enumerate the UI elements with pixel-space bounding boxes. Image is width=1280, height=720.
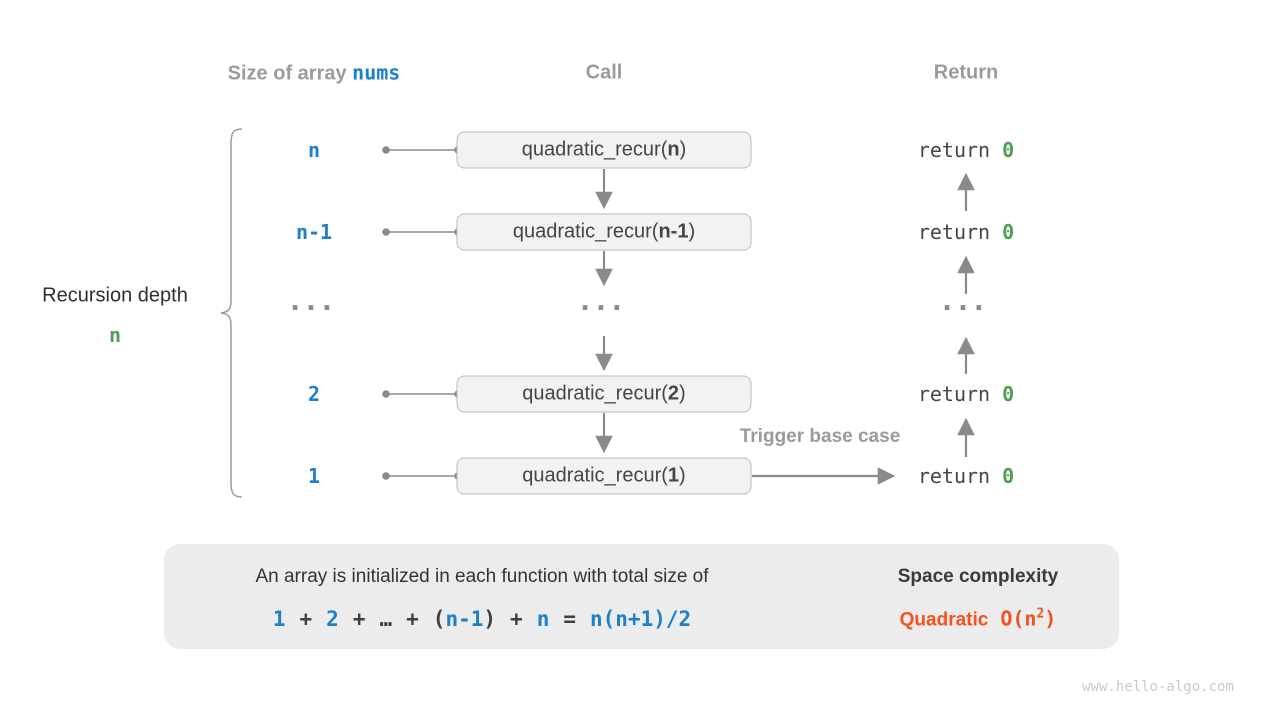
space-complexity-title: Space complexity [897,566,1059,587]
formula-term: n [536,607,550,631]
summary-panel [164,544,1119,649]
call-box-row1: quadratic_recur(n) [456,131,752,169]
formula-term: n-1 [445,607,484,631]
call-fn-text: quadratic_recur( [522,464,668,487]
formula-term: 2 [326,607,339,631]
call-fn-text: quadratic_recur( [512,220,659,243]
size-connectors [382,146,462,480]
trigger-base-case-label: Trigger base case [739,426,901,447]
complexity-class-label: Quadratic [899,609,989,631]
call-ellipsis: ... [580,287,628,318]
return-keyword: return [917,138,991,162]
formula-operator: + [406,607,419,631]
call-arg: 1 [667,464,680,487]
formula-equals: = [563,607,576,631]
formula-ellipsis: … [379,607,393,631]
call-box-row4: quadratic_recur(2) [456,375,752,413]
formula-paren-group: (n-1) [433,607,496,631]
size-header-code: nums [352,60,401,85]
size-label-row1: n [307,138,321,162]
return-keyword: return [917,464,991,488]
big-o-exponent: 2 [1036,606,1045,622]
return-keyword: return [917,220,991,244]
formula-operator: + [510,607,523,631]
size-header-text: Size of array [227,62,347,85]
formula-result: n(n+1)/2 [590,607,692,631]
return-value: 0 [1002,382,1015,406]
call-box-row5: quadratic_recur(1) [456,457,752,495]
return-label-row5: return 0 [918,464,1014,488]
size-ellipsis: ... [290,287,338,318]
formula-operator: + [299,607,313,631]
return-label-row1: return 0 [918,138,1014,162]
col-header-size: Size of array nums [228,61,401,86]
call-box-row2: quadratic_recur(n-1) [456,213,752,251]
col-header-return: Return [933,61,999,84]
return-keyword: return [917,382,991,406]
formula-close-paren: ) [483,607,497,631]
call-close-paren: ) [679,382,686,405]
return-label-row2: return 0 [918,220,1014,244]
formula-term: 1 [272,607,286,631]
size-label-row2: n-1 [295,220,333,244]
call-close-paren: ) [679,138,687,161]
call-arg: 2 [667,382,680,405]
formula-operator: + [352,607,366,631]
watermark: www.hello-algo.com [1082,679,1234,695]
big-o-notation: O(n [1000,606,1037,631]
recursion-depth-value: n [108,323,122,347]
return-value: 0 [1002,220,1015,244]
return-ellipsis: ... [942,287,990,318]
big-o-close-paren: ) [1044,606,1057,631]
col-header-call: Call [585,61,623,84]
call-close-paren: ) [688,220,696,243]
call-fn-text: quadratic_recur( [522,382,668,405]
call-fn-text: quadratic_recur( [521,138,668,161]
summary-formula: 1 + 2 + … + (n-1) + n = n(n+1)/2 [266,607,698,631]
recursion-depth-label: Recursion depth [42,284,188,307]
summary-sentence: An array is initialized in each function… [255,566,709,587]
call-close-paren: ) [679,464,686,487]
return-value: 0 [1002,138,1015,162]
formula-open-paren: ( [432,607,446,631]
return-label-row4: return 0 [918,382,1014,406]
size-label-row4: 2 [307,382,321,406]
recursion-depth-brace [220,128,243,498]
call-arg: n-1 [658,220,689,243]
call-arg: n [667,138,680,161]
return-value: 0 [1002,464,1015,488]
size-label-row5: 1 [307,464,321,488]
